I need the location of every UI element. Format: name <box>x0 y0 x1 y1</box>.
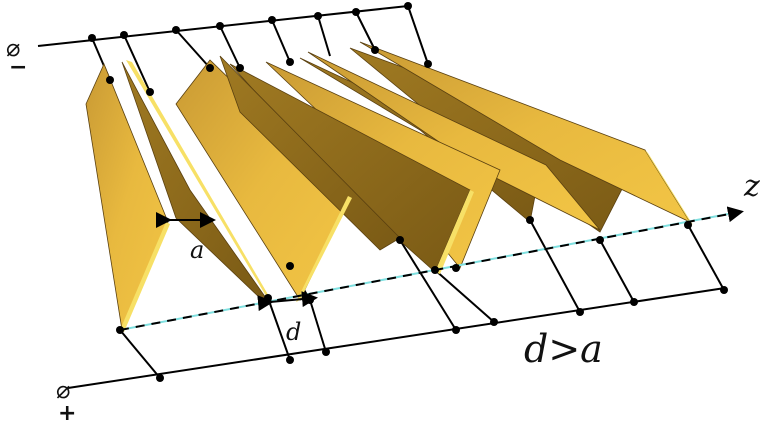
gap-d-arrow <box>257 291 318 312</box>
bottom-bus-bar <box>67 287 726 389</box>
plate-pair-2 <box>175 55 401 302</box>
positive-terminal: ⌀ + <box>56 376 76 426</box>
positive-terminal-symbol: ⌀ <box>56 376 70 404</box>
gap-d-label: d <box>286 318 301 346</box>
plate-pair-0 <box>85 62 170 332</box>
z-axis <box>119 206 744 331</box>
negative-terminal-symbol: ⌀ <box>6 34 20 62</box>
negative-terminal-sign: − <box>9 55 27 80</box>
negative-terminal: ⌀ − <box>6 34 27 80</box>
axis-z-label: z <box>743 169 760 204</box>
gap-a-label: a <box>190 236 204 264</box>
top-wires <box>91 5 429 93</box>
condition-label: d>a <box>524 327 603 371</box>
positive-terminal-sign: + <box>58 401 76 426</box>
